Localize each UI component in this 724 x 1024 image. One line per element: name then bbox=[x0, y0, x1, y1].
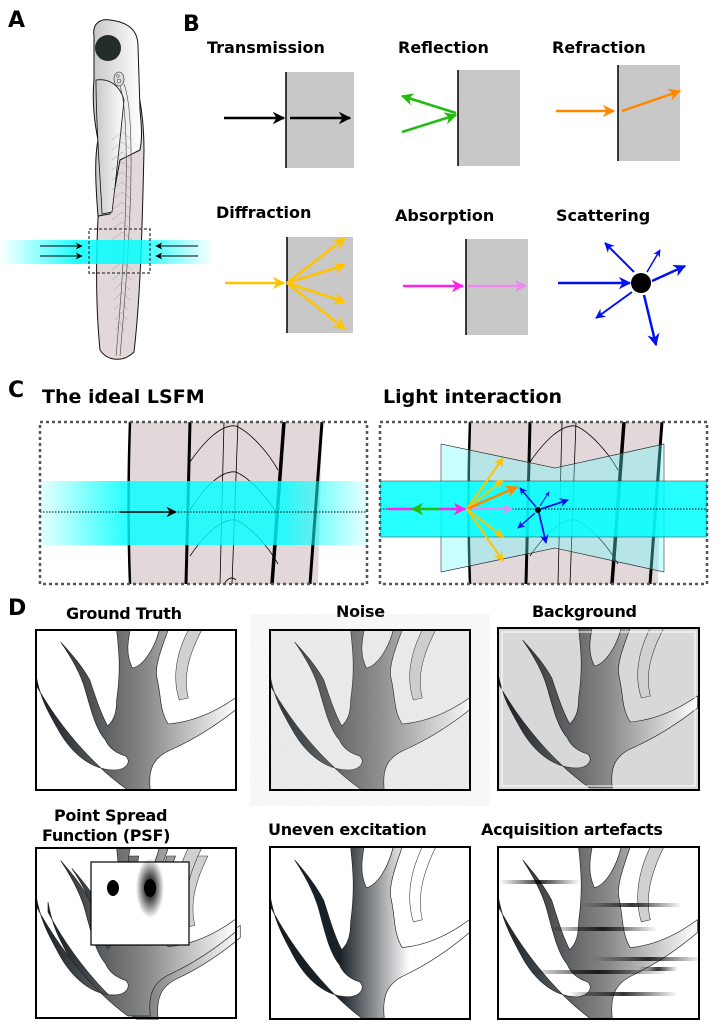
refraction-diagram bbox=[556, 65, 682, 161]
noise-title: Noise bbox=[336, 602, 385, 621]
region-of-interest-box bbox=[88, 228, 151, 274]
light-interaction-title: Light interaction bbox=[383, 386, 563, 408]
ground-truth-title: Ground Truth bbox=[66, 604, 182, 623]
psf-title-line2: Function (PSF) bbox=[42, 826, 171, 845]
background-image bbox=[497, 627, 700, 791]
panel-b-label: B bbox=[183, 12, 200, 37]
scattering-diagram bbox=[558, 242, 687, 347]
psf-title-line1: Point Spread bbox=[54, 806, 168, 825]
diffraction-diagram bbox=[225, 237, 353, 333]
scattering-title: Scattering bbox=[556, 206, 651, 225]
panel-a-label: A bbox=[8, 8, 26, 33]
uneven-excitation-title: Uneven excitation bbox=[268, 820, 427, 839]
absorption-title: Absorption bbox=[395, 206, 495, 225]
psf-inset bbox=[90, 858, 190, 946]
light-sheet-a bbox=[0, 240, 214, 264]
ideal-lsfm-diagram bbox=[38, 420, 369, 586]
absorption-diagram bbox=[403, 239, 528, 335]
reflection-diagram bbox=[400, 70, 520, 166]
zebrafish-illustration bbox=[0, 19, 214, 360]
panel-d-label: D bbox=[8, 596, 27, 621]
panel-c-label: C bbox=[8, 378, 25, 403]
transmission-title: Transmission bbox=[207, 38, 325, 57]
acquisition-artefacts-image bbox=[497, 846, 703, 1020]
ideal-lsfm-title: The ideal LSFM bbox=[42, 386, 205, 408]
ground-truth-image bbox=[35, 629, 237, 791]
background-title: Background bbox=[532, 602, 637, 621]
psf-image bbox=[35, 847, 241, 1020]
point-source-dot bbox=[107, 880, 119, 896]
light-interaction-diagram bbox=[378, 420, 709, 586]
diffraction-title: Diffraction bbox=[216, 203, 312, 222]
reflection-title: Reflection bbox=[398, 38, 489, 57]
acquisition-artefacts-title: Acquisition artefacts bbox=[481, 820, 663, 839]
transmission-diagram bbox=[224, 72, 354, 168]
stripe-artefacts bbox=[500, 880, 703, 996]
noise-image bbox=[269, 629, 471, 791]
refraction-title: Refraction bbox=[552, 38, 646, 57]
uneven-excitation-image bbox=[269, 846, 471, 1020]
